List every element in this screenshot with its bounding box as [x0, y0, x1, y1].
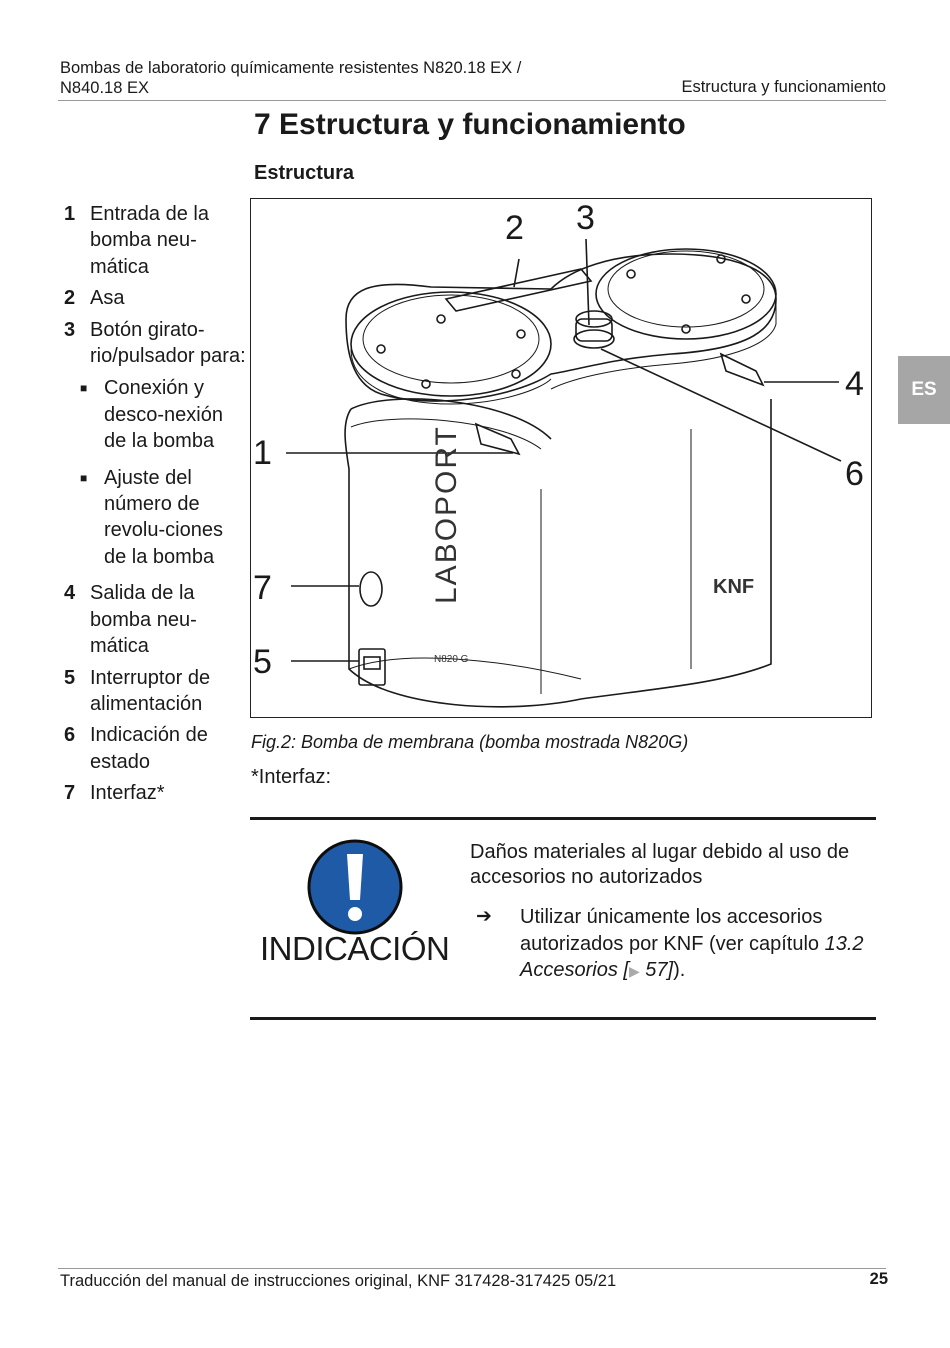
legend-number: 3 [64, 318, 76, 341]
legend-number: 7 [64, 782, 76, 805]
bullet-square-icon: ■ [80, 381, 88, 396]
cross-reference-page: 57] [639, 959, 674, 981]
notice-action-suffix: ). [673, 959, 686, 981]
legend-number: 2 [64, 287, 76, 310]
legend-number: 6 [64, 724, 76, 747]
legend-text: Salida de la bomba neu-mática [90, 582, 197, 658]
callout-2: 2 [505, 209, 524, 247]
legend-item: 6 Indicación de estado [64, 722, 246, 775]
section-title: Estructura [254, 162, 355, 184]
legend-subitem: ■ Conexión y desco-nexión de la bomba [78, 375, 246, 454]
document-title: Bombas de laboratorio químicamente resis… [60, 58, 620, 98]
notice-action-prefix: Utilizar únicamente los accesorios autor… [520, 906, 823, 955]
callout-7: 7 [253, 569, 272, 607]
arrow-right-icon: ➔ [476, 906, 492, 927]
legend-text: Interruptor de alimentación [90, 666, 211, 715]
bullet-square-icon: ■ [80, 470, 88, 485]
legend-text: Indicación de estado [90, 724, 208, 773]
cross-reference-link[interactable]: 13.2 Accesorios [▶ 57] [520, 933, 864, 982]
figure-caption: Fig.2: Bomba de membrana (bomba mostrada… [251, 732, 689, 752]
notice-top-rule [250, 817, 876, 820]
brand-label: LABOPORT [430, 425, 463, 604]
legend-text: Interfaz* [90, 782, 165, 805]
footer-text: Traducción del manual de instrucciones o… [60, 1272, 617, 1290]
notice-action: ➔ Utilizar únicamente los accesorios aut… [476, 904, 876, 985]
chapter-title: 7 Estructura y funcionamiento [254, 108, 686, 141]
legend-item: 4 Salida de la bomba neu-mática [64, 580, 246, 659]
model-label: N820 G [434, 654, 469, 665]
running-header-section: Estructura y funcionamiento [681, 78, 886, 96]
cross-reference-title: 13.2 Accesorios [ [520, 932, 864, 982]
header-rule [58, 100, 886, 101]
callout-1: 1 [253, 434, 272, 472]
pump-figure: LABOPORT N820 G KNF 1 2 3 4 5 6 7 [250, 198, 872, 718]
callout-4: 4 [845, 365, 864, 403]
legend-text: Asa [90, 287, 125, 310]
legend-item: 5 Interruptor de alimentación [64, 665, 246, 718]
legend-sublist: ■ Conexión y desco-nexión de la bomba ■ … [64, 375, 246, 570]
figure-legend: 1 Entrada de la bomba neu-mática 2 Asa 3… [64, 201, 246, 812]
legend-item: 3 Botón girato-rio/pulsador para: [64, 317, 246, 370]
document-title-line2: N840.18 EX [60, 79, 149, 97]
callout-6: 6 [845, 455, 864, 493]
pump-illustration: LABOPORT N820 G KNF 1 2 3 4 5 6 7 [253, 199, 864, 708]
notice-action-text: Utilizar únicamente los accesorios autor… [520, 904, 876, 985]
legend-number: 1 [64, 203, 76, 225]
legend-item: 2 Asa [64, 285, 246, 311]
legend-subitem-text: Conexión y desco-nexión de la bomba [104, 377, 223, 453]
footer-rule [58, 1268, 886, 1269]
legend-subitem: ■ Ajuste del número de revolu-ciones de … [78, 465, 246, 571]
callout-3: 3 [576, 199, 595, 237]
footnote: *Interfaz: [251, 766, 332, 788]
legend-number: 4 [64, 582, 76, 605]
legend-text: Entrada de la bomba neu-mática [90, 203, 209, 278]
callout-5: 5 [253, 643, 272, 681]
legend-text: Botón girato-rio/pulsador para: [90, 318, 246, 368]
legend-subitem-text: Ajuste del número de revolu-ciones de la… [104, 466, 223, 568]
notice-text: Daños materiales al lugar debido al uso … [470, 841, 850, 888]
legend-item: 7 Interfaz* [64, 780, 246, 806]
language-tab: ES [898, 356, 950, 424]
notice-bottom-rule [250, 1017, 876, 1020]
page-number: 25 [869, 1270, 888, 1288]
exclamation-icon [306, 838, 404, 941]
notice-label: INDICACIÓN [260, 930, 450, 967]
document-title-line1: Bombas de laboratorio químicamente resis… [60, 59, 522, 77]
page-pointer-icon: ▶ [628, 963, 640, 979]
knf-logo-label: KNF [713, 576, 754, 598]
legend-number: 5 [64, 666, 76, 689]
legend-item: 1 Entrada de la bomba neu-mática [64, 201, 246, 280]
